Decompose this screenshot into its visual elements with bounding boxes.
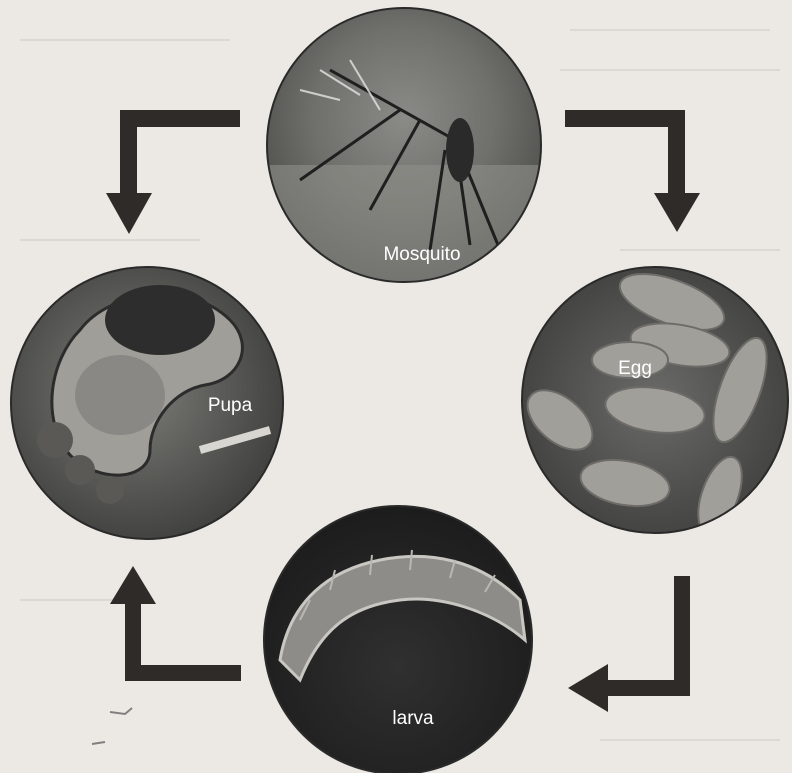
pupa-stage: Pupa [11,267,283,539]
arrow-mosquito-to-egg [565,110,700,232]
mosquito-label: Mosquito [383,244,460,265]
larva-label: larva [392,708,434,729]
stray-marks [92,708,132,744]
egg-stage: Egg [517,263,788,539]
pupa-label: Pupa [208,395,253,416]
mosquito-stage: Mosquito [267,8,547,285]
arrow-egg-to-larva [568,576,690,712]
arrow-larva-to-pupa [110,566,241,681]
larva-stage: larva [264,506,532,773]
egg-label: Egg [618,358,652,379]
arrow-pupa-to-mosquito [106,110,240,234]
